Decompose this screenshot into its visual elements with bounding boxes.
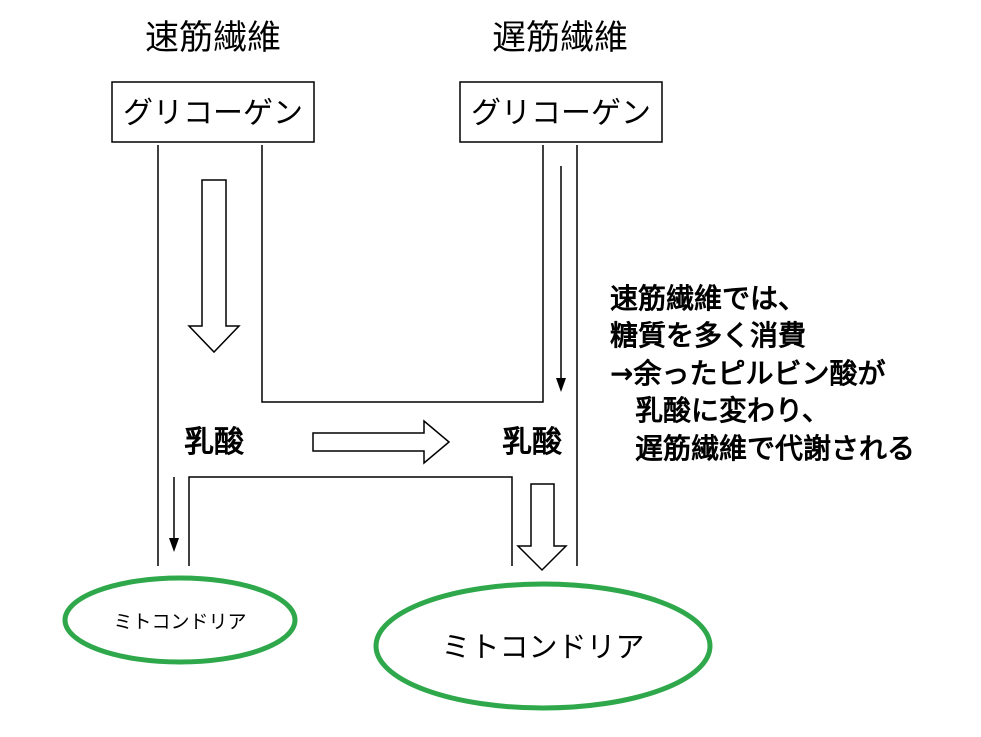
note-line-5: 遅筋繊維で代謝される — [635, 432, 915, 465]
fast-glycogen-label: グリコーゲン — [123, 96, 303, 131]
note-line-2: 糖質を多く消費 — [610, 319, 806, 352]
fast-mitochondria-label: ミトコンドリア — [113, 611, 246, 633]
slow-glycogen-box: グリコーゲン — [459, 81, 663, 143]
slow-fiber-title: 遅筋繊維 — [492, 18, 628, 58]
fast-lactate-thin-arrow — [169, 477, 179, 552]
note-line-3: →余ったピルビン酸が — [610, 357, 885, 390]
fast-mitochondria: ミトコンドリア — [62, 575, 298, 665]
lactate-transfer-hollow-arrow — [312, 419, 451, 465]
slow-mitochondria-label: ミトコンドリア — [441, 630, 644, 664]
transfer-channel-top-line — [261, 145, 544, 403]
fast-glycogen-box: グリコーゲン — [111, 81, 315, 143]
note-line-4: 乳酸に変わり、 — [635, 394, 830, 427]
fast-lactate-label: 乳酸 — [184, 425, 245, 460]
note-line-1: 速筋繊維では、 — [610, 282, 806, 315]
slow-glycogen-label: グリコーゲン — [471, 96, 651, 131]
slow-mitochondria: ミトコンドリア — [373, 581, 713, 711]
slow-lactate-hollow-arrow — [516, 483, 568, 572]
fast-glycolysis-hollow-arrow — [187, 179, 241, 354]
fast-fiber-title: 速筋繊維 — [145, 18, 281, 58]
slow-lactate-label: 乳酸 — [502, 425, 563, 460]
explanation-note: 速筋繊維では、 糖質を多く消費 →余ったピルビン酸が 乳酸に変わり、 遅筋繊維で… — [610, 282, 915, 465]
transfer-channel-bottom-line — [188, 476, 513, 566]
slow-glycolysis-thin-arrow — [556, 166, 566, 392]
